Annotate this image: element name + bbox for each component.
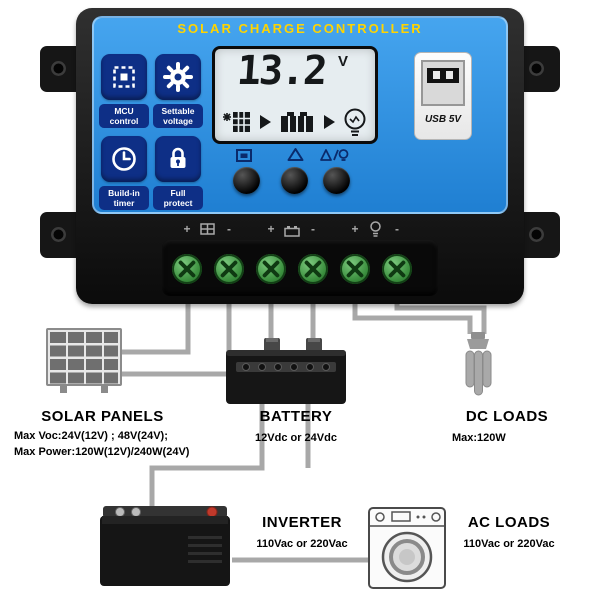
screw-hole — [51, 227, 66, 242]
usb-contact — [433, 71, 440, 79]
feature-label-line: voltage — [163, 116, 193, 126]
mcu-feature-tile — [101, 54, 147, 100]
battery-icon — [281, 112, 313, 132]
inverter-spec: 110Vac or 220Vac — [256, 538, 348, 550]
terminal-polarity: - — [395, 222, 399, 236]
terminal-battery-plus — [256, 254, 286, 284]
battery-illustration — [226, 338, 346, 404]
gear-icon — [163, 62, 193, 92]
controller-title: SOLAR CHARGE CONTROLLER — [177, 21, 423, 36]
clock-icon — [112, 147, 136, 171]
dc-loads-title: DC LOADS — [465, 408, 549, 425]
light-mode-button — [323, 167, 350, 194]
inverter-title: INVERTER — [262, 514, 342, 531]
cfl-bulb-illustration — [465, 332, 492, 396]
timer-feature-label: Build-in timer — [99, 186, 149, 210]
chip-icon — [113, 66, 135, 88]
terminal-polarity: - — [227, 222, 231, 236]
battery-group-icon — [284, 226, 300, 237]
menu-button — [233, 167, 260, 194]
solar-panel-illustration — [46, 328, 122, 393]
ac-loads-title: AC LOADS — [467, 514, 551, 531]
feature-label-line: MCU — [114, 106, 134, 116]
solar-panels-spec-power: Max Power:120W(12V)/240W(24V) — [14, 446, 190, 458]
terminal-polarity: - — [311, 222, 315, 236]
display-icon — [236, 149, 253, 163]
battery-spec: 12Vdc or 24Vdc — [255, 432, 337, 444]
usb-port — [421, 60, 465, 106]
up-triangle-icon — [287, 147, 304, 162]
terminal-polarity: + — [351, 222, 359, 236]
feature-label-line: Settable — [161, 106, 195, 116]
feature-label-line: protect — [163, 198, 193, 208]
solar-panels-spec-voc: Max Voc:24V(12V) ; 48V(24V); — [14, 430, 168, 442]
lamp-icon — [344, 108, 366, 136]
screw-hole — [51, 61, 66, 76]
lcd-voltage-unit: V — [338, 53, 349, 70]
arrow-right-icon — [323, 115, 335, 129]
dc-loads-spec: Max:120W — [452, 432, 506, 444]
wire-pv-plus — [120, 290, 191, 355]
wire-load-plus — [352, 290, 473, 334]
triangle-lamp-icon — [320, 147, 350, 163]
washing-machine-illustration — [368, 507, 446, 589]
ac-loads-spec: 110Vac or 220Vac — [463, 538, 555, 550]
terminal-polarity: + — [267, 222, 275, 236]
inverter-illustration — [100, 506, 230, 586]
pv-group-icon — [200, 223, 215, 235]
lcd-voltage-reading: 13.2 — [235, 48, 327, 94]
usb-contact — [446, 71, 453, 79]
terminal-polarity: + — [183, 222, 191, 236]
timer-feature-tile — [101, 136, 147, 182]
solar-panels-title: SOLAR PANELS — [41, 408, 164, 425]
terminal-load-plus — [340, 254, 370, 284]
screw-hole — [529, 61, 544, 76]
protect-feature-label: Full protect — [153, 186, 203, 210]
terminal-load-minus — [382, 254, 412, 284]
wire-battery-inverter-1 — [149, 404, 265, 508]
load-group-icon — [370, 221, 381, 237]
feature-label-line: Build-in — [108, 188, 140, 198]
lock-icon — [170, 147, 186, 168]
up-button — [281, 167, 308, 194]
lcd-energy-flow — [222, 106, 368, 138]
mcu-feature-label: MCU control — [99, 104, 149, 128]
feature-label-line: control — [109, 116, 139, 126]
solar-panel-icon — [223, 112, 250, 132]
protect-feature-tile — [155, 136, 201, 182]
terminal-pv-plus — [172, 254, 202, 284]
voltage-feature-label: Settable voltage — [153, 104, 203, 128]
usb-label: USB 5V — [424, 114, 462, 125]
battery-title: BATTERY — [259, 408, 333, 425]
arrow-right-icon — [259, 115, 271, 129]
voltage-feature-tile — [155, 54, 201, 100]
terminal-battery-minus — [298, 254, 328, 284]
feature-label-line: timer — [113, 198, 135, 208]
feature-label-line: Full — [170, 188, 186, 198]
usb-port-tongue — [427, 68, 459, 83]
terminal-pv-minus — [214, 254, 244, 284]
screw-hole — [529, 227, 544, 242]
